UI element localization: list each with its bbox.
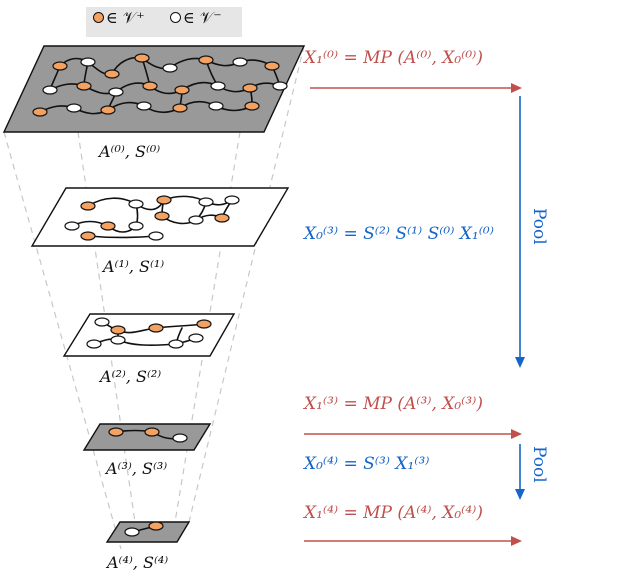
pool-equation-level-3-to-4: X₀⁽⁴⁾ = S⁽³⁾ X₁⁽³⁾ bbox=[304, 454, 430, 474]
pool-equation-level-0-to-3: X₀⁽³⁾ = S⁽²⁾ S⁽¹⁾ S⁽⁰⁾ X₁⁽⁰⁾ bbox=[304, 224, 494, 244]
level-3-graph bbox=[82, 423, 212, 451]
level-1-label: A⁽¹⁾, S⁽¹⁾ bbox=[103, 257, 165, 276]
positive-node-icon bbox=[93, 12, 104, 23]
mp-equation-level-3: X₁⁽³⁾ = MP (A⁽³⁾, X₀⁽³⁾) bbox=[304, 394, 483, 414]
pool-label-1: Pool bbox=[529, 208, 549, 245]
mp-equation-level-0: X₁⁽⁰⁾ = MP (A⁽⁰⁾, X₀⁽⁰⁾) bbox=[304, 48, 483, 68]
legend-positive-label: ∈ 𝒱⁺ bbox=[106, 8, 145, 27]
negative-node-icon bbox=[170, 12, 181, 23]
projection-guides bbox=[3, 45, 305, 550]
pool-label-2: Pool bbox=[529, 446, 549, 483]
pool-arrows bbox=[515, 96, 525, 500]
level-1-graph bbox=[30, 187, 290, 247]
legend-negative-label: ∈ 𝒱⁻ bbox=[183, 8, 222, 27]
level-0-graph bbox=[2, 45, 306, 133]
mp-arrows bbox=[304, 83, 522, 546]
level-2-graph bbox=[62, 313, 236, 357]
level-3-label: A⁽³⁾, S⁽³⁾ bbox=[106, 459, 168, 478]
level-0-label: A⁽⁰⁾, S⁽⁰⁾ bbox=[99, 142, 161, 161]
legend bbox=[86, 7, 242, 37]
level-4-label: A⁽⁴⁾, S⁽⁴⁾ bbox=[107, 553, 169, 572]
mp-equation-level-4: X₁⁽⁴⁾ = MP (A⁽⁴⁾, X₀⁽⁴⁾) bbox=[304, 503, 483, 523]
level-4-graph bbox=[105, 521, 191, 543]
level-2-label: A⁽²⁾, S⁽²⁾ bbox=[100, 367, 162, 386]
